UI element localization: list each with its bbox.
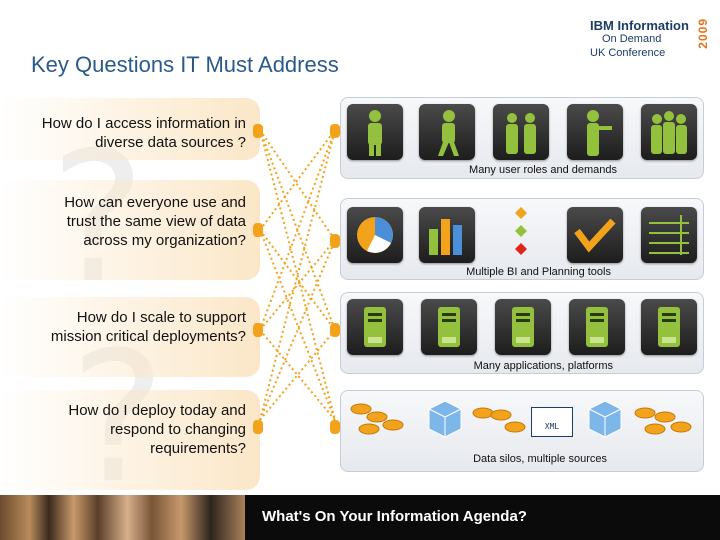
connector-lines (259, 129, 336, 421)
panel-caption: Data silos, multiple sources (473, 453, 607, 465)
database-icon (472, 407, 526, 433)
server-icon (347, 299, 403, 355)
connector-dot (330, 124, 340, 138)
data-sources-panel: XML Data silos, multiple sources (340, 390, 704, 472)
people-photo-strip (0, 495, 245, 540)
person-walking-icon (419, 104, 475, 160)
database-icon (350, 403, 404, 435)
question-box-3: How do I scale to support mission critic… (0, 297, 260, 377)
footer-tagline: What's On Your Information Agenda? (262, 508, 527, 525)
question-text: How do I scale to support mission critic… (50, 309, 246, 345)
person-icon (347, 104, 403, 160)
people-group-icon (641, 104, 697, 160)
server-icon (495, 299, 551, 355)
server-icon (421, 299, 477, 355)
applications-panel: Many applications, platforms (340, 292, 704, 374)
footer-banner: What's On Your Information Agenda? (0, 495, 720, 540)
data-cube-icon (588, 400, 622, 438)
panel-caption: Multiple BI and Planning tools (466, 266, 611, 278)
logo-line2: On Demand (602, 33, 662, 45)
connector-dot (253, 124, 263, 138)
connector-dot (253, 323, 263, 337)
user-roles-panel: Many user roles and demands (340, 97, 704, 179)
bi-tools-panel: Multiple BI and Planning tools (340, 198, 704, 280)
connector-dot (330, 234, 340, 248)
people-pair-icon (493, 104, 549, 160)
slide-title: Key Questions IT Must Address (31, 52, 339, 77)
question-box-2: How can everyone use and trust the same … (0, 180, 260, 280)
logo-line1: IBM Information (590, 18, 689, 33)
panel-caption: Many user roles and demands (469, 164, 617, 176)
question-text: How do I deploy today and respond to cha… (68, 402, 246, 457)
connector-dot (253, 223, 263, 237)
question-box-1: How do I access information in diverse d… (0, 98, 260, 160)
connector-dot (253, 420, 263, 434)
diamond-flow-icon (493, 199, 549, 255)
question-text: How can everyone use and trust the same … (64, 194, 246, 249)
server-icon (569, 299, 625, 355)
conference-logo: IBM Information On Demand UK Conference … (590, 18, 710, 62)
server-icon (641, 299, 697, 355)
person-presenting-icon (567, 104, 623, 160)
question-box-4: How do I deploy today and respond to cha… (0, 390, 260, 490)
xml-label: XML (544, 422, 560, 431)
logo-line3: UK Conference (590, 47, 666, 59)
data-cube-icon (428, 400, 462, 438)
check-trend-icon (567, 207, 623, 263)
question-text: How do I access information in diverse d… (41, 115, 246, 151)
line-chart-icon (641, 207, 697, 263)
connector-dot (330, 323, 340, 337)
logo-year: 2009 (696, 18, 710, 49)
connector-dot (330, 420, 340, 434)
xml-file-icon: XML (531, 407, 573, 437)
panel-caption: Many applications, platforms (473, 360, 613, 372)
bar-chart-icon (419, 207, 475, 263)
database-icon (634, 407, 692, 435)
pie-chart-icon (347, 207, 403, 263)
